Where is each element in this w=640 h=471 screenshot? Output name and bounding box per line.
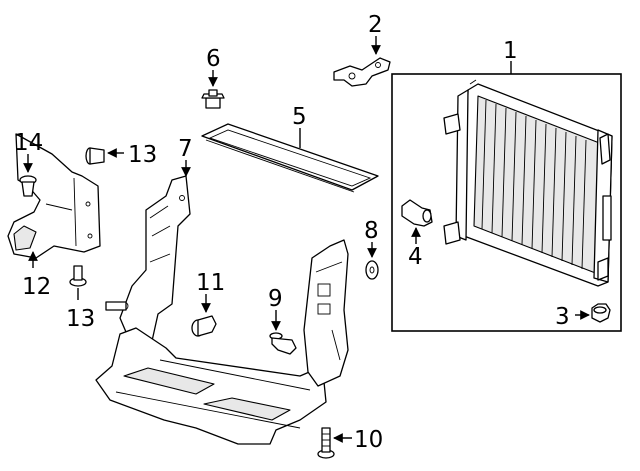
callout-14: 14 (14, 130, 43, 156)
callout-5: 5 (292, 104, 307, 130)
callout-12: 12 (22, 274, 51, 300)
washer-part (365, 242, 379, 280)
push-pin-part (19, 154, 37, 197)
bolt-part (201, 70, 225, 109)
callout-11: 11 (196, 270, 225, 296)
right-air-deflector (303, 239, 349, 387)
left-air-deflector-part (119, 160, 191, 351)
rivet-part (317, 427, 352, 459)
radiator-group (391, 61, 622, 332)
callout-1: 1 (503, 38, 518, 64)
callout-8: 8 (364, 218, 379, 244)
callout-7: 7 (178, 136, 193, 162)
callout-6: 6 (206, 46, 221, 72)
grommet-part (575, 303, 611, 323)
lower-splash-shield (95, 301, 327, 445)
callout-2: 2 (368, 12, 383, 38)
upper-bracket-part (333, 36, 391, 87)
fitting-part (401, 199, 433, 244)
clip-part (191, 294, 217, 337)
radiator-detail-box (391, 73, 622, 332)
callout-9: 9 (268, 286, 283, 312)
upper-seal-part (201, 123, 379, 193)
callout-10: 10 (354, 427, 383, 453)
screw-part-lower (69, 265, 87, 300)
push-clip-part (269, 310, 297, 355)
radiator (443, 79, 613, 287)
callout-13-upper: 13 (128, 142, 157, 168)
screw-part-upper (85, 147, 124, 165)
callout-4: 4 (408, 244, 423, 270)
callout-13-lower: 13 (66, 306, 95, 332)
callout-3: 3 (555, 304, 570, 330)
